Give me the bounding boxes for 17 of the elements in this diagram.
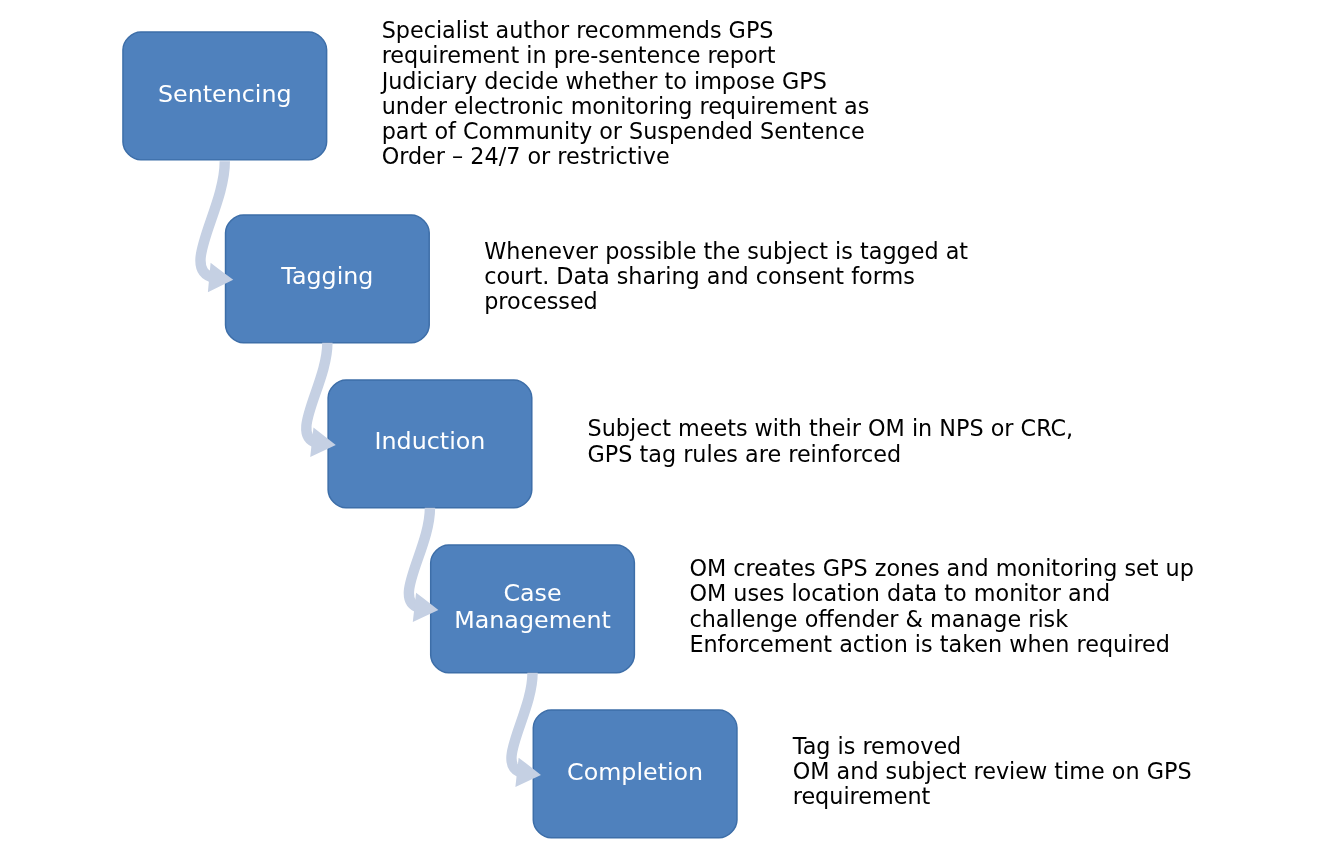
arrow [403,507,439,622]
node-label: OM creates GPS zones and monitoring set up [689,555,1194,582]
node-label: Subject meets with their OM in NPS or CRC, GPS tag rules are reinforced [587,415,1074,467]
arrow [301,342,336,457]
node-box: Induction [327,379,533,509]
node-label: Specialist author recommends GPS requirement in pre-sentence report [381,16,776,69]
node-label: OM uses location data to monitor and challenge offender & manage risk [689,580,1111,632]
node-box: Completion [532,709,738,839]
node-box: Tagging [224,214,430,344]
arrow [195,160,234,293]
arrow [506,672,541,787]
node-label: Tag is removed [792,732,962,759]
node-box: Sentencing [122,31,328,161]
node-box: Case Management [429,544,636,674]
node-label: Judiciary decide whether to impose GPS under electronic monitoring requirement as part of Community or Suspended Sentence Order – 24/7 or restrictive [381,67,870,170]
node-label: OM and subject review time on GPS requirement [792,758,1192,810]
node-label: Whenever possible the subject is tagged at court. Data sharing and consent forms processed [484,237,969,315]
